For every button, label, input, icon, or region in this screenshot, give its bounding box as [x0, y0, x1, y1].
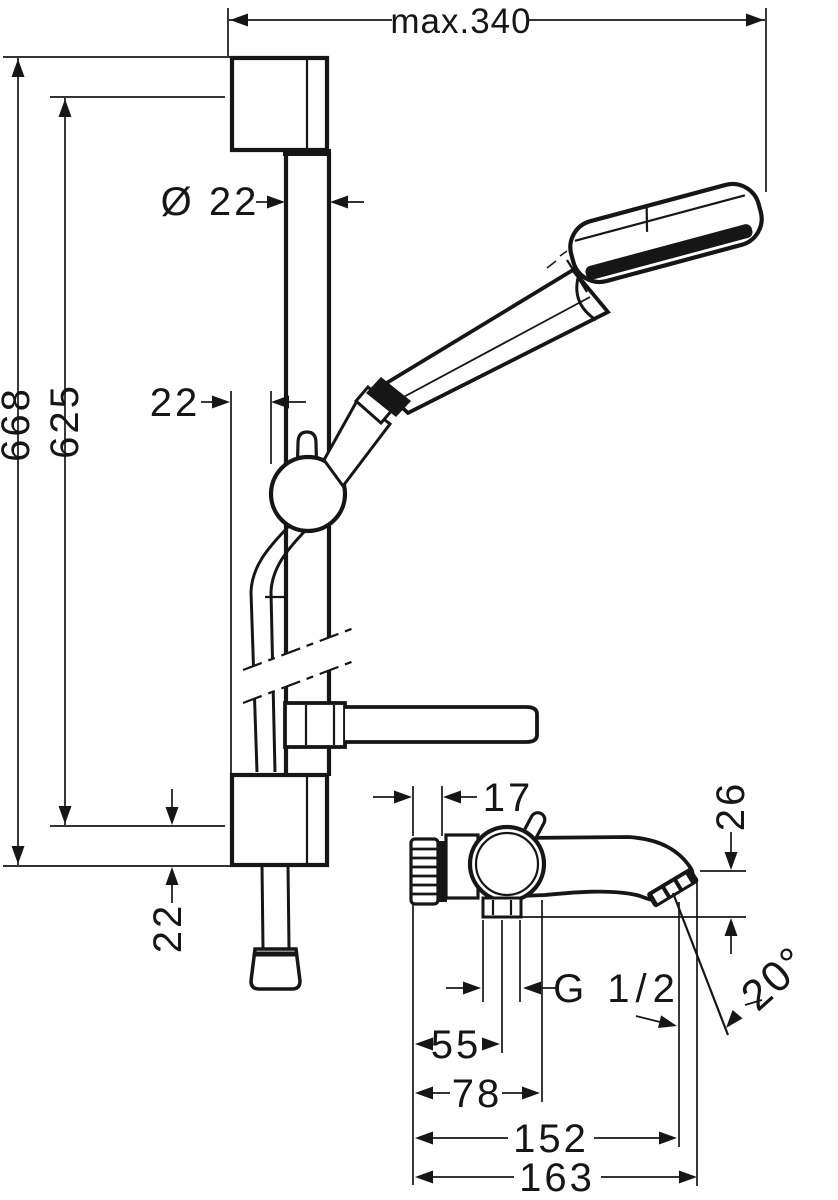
shower-set-figure — [229, 55, 764, 991]
shower-hose — [249, 525, 306, 949]
soap-dish — [283, 701, 539, 749]
dim-label-slider-22: 22 — [150, 381, 201, 425]
thermostat-handle — [467, 824, 547, 904]
hand-shower — [322, 181, 764, 489]
dim-label-55: 55 — [431, 1023, 482, 1067]
bar-shoulder — [283, 149, 331, 156]
dim-label-668: 668 — [0, 386, 38, 462]
break-lines — [242, 626, 355, 705]
hose-nut — [322, 396, 393, 489]
dim-label-thread-g12: G 1/2 — [553, 967, 681, 1011]
slider-knob — [268, 454, 348, 534]
dim-label-17: 17 — [483, 776, 534, 820]
dish-holder — [283, 701, 347, 749]
wall-bracket-bottom — [229, 772, 330, 868]
wall-bar — [283, 149, 332, 776]
aerator — [647, 868, 699, 908]
dim-label-163: 163 — [519, 1156, 595, 1200]
angle-reference-line — [671, 892, 730, 1036]
dim-label-bottom-22: 22 — [146, 903, 190, 954]
bath-mixer — [409, 811, 699, 919]
dim-label-max-340: max.340 — [390, 2, 531, 41]
dim-label-diameter-22: Ø 22 — [161, 180, 260, 224]
bottom-port — [481, 896, 523, 919]
hose-nut-ring — [366, 377, 411, 417]
dimension-annotations: max.340 Ø 22 22 668 625 22 17 26 G 1/2 2… — [0, 2, 817, 1200]
dim-label-152: 152 — [513, 1117, 589, 1161]
dim-label-angle-20: 20° — [732, 937, 817, 1020]
shower-head — [568, 181, 764, 285]
spray-face — [585, 224, 753, 280]
wall-bracket-top — [229, 55, 330, 153]
dim-label-78: 78 — [452, 1072, 503, 1116]
slide-holder — [268, 430, 348, 534]
dish-tray — [345, 705, 539, 744]
hose-end-cap — [249, 947, 302, 991]
dim-label-26: 26 — [709, 781, 753, 832]
dim-label-625: 625 — [43, 383, 87, 459]
